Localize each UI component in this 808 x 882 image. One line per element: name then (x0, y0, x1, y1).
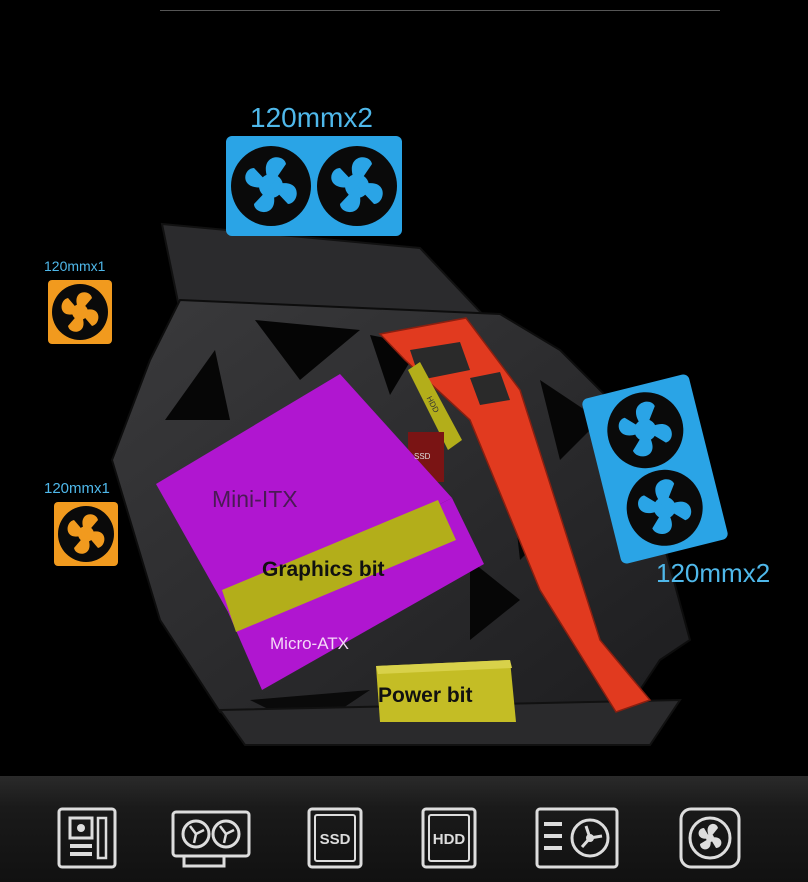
case-cutout (540, 380, 600, 460)
fan-icon (679, 807, 741, 869)
graphics-card-icon (171, 810, 251, 868)
red-panel-window (410, 342, 470, 380)
odd-bay (408, 362, 462, 450)
case-cutout (255, 320, 360, 380)
mini-itx-board (156, 374, 452, 612)
right-fan-pair (582, 374, 728, 564)
graphics-bar (222, 500, 456, 632)
left-fan-bottom (54, 502, 118, 566)
left-fan-bottom-label: 120mmx1 (44, 480, 110, 497)
case-base (218, 698, 682, 746)
red-front-panel (378, 317, 652, 713)
psu-icon (535, 807, 619, 869)
top-strip (160, 0, 720, 11)
motherboard-icon (57, 807, 117, 869)
micro-atx-label: Micro-ATX (270, 634, 350, 653)
left-fan-top (48, 280, 112, 344)
red-panel-window (470, 372, 510, 405)
icon-caption-strip (0, 874, 808, 882)
mini-itx-label: Mini-ITX (212, 486, 298, 512)
right-fans-label: 120mmx2 (656, 558, 771, 588)
ssd-label: SSD (414, 452, 431, 461)
graphics-label: Graphics bit (262, 558, 385, 581)
top-fans-label: 120mmx2 (250, 102, 373, 133)
ssd-icon: SSD (307, 807, 363, 869)
case-cutout (165, 350, 230, 420)
power-label: Power bit (378, 684, 473, 707)
top-fan-pair (226, 136, 402, 236)
feature-icon-bar (0, 776, 808, 882)
power-box (376, 660, 516, 722)
svg-text:SSD: SSD (320, 831, 351, 848)
power-box-top (376, 660, 512, 674)
case-cutout (470, 560, 520, 640)
hdd-icon: HDD (421, 807, 477, 869)
svg-text:HDD: HDD (433, 831, 466, 848)
left-fan-top-label: 120mmx1 (44, 258, 106, 274)
